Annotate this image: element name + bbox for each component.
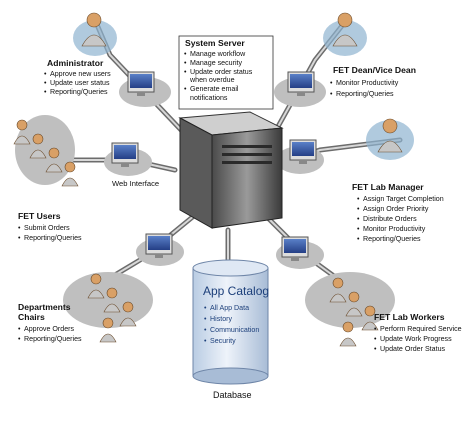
list-bullet: • [18, 325, 21, 333]
list-bullet: • [374, 325, 377, 333]
list-bullet: • [204, 337, 207, 345]
lab-workers-title: FET Lab Workers [374, 312, 445, 322]
list-bullet: • [330, 90, 333, 98]
person-icon [119, 301, 137, 327]
database-item: History [210, 315, 233, 323]
lab-manager-item: Distribute Orders [363, 215, 417, 223]
users-block: FET Users • Submit Orders • Reporting/Qu… [18, 211, 82, 242]
person-icon [29, 133, 47, 159]
list-bullet: • [18, 224, 21, 232]
lab-workers-item: Update Order Status [380, 345, 446, 353]
monitor-icon [281, 236, 309, 261]
dean-item: Reporting/Queries [336, 90, 394, 98]
database-item: All App Data [210, 304, 249, 312]
users-item: Submit Orders [24, 224, 70, 232]
list-bullet: • [18, 234, 21, 242]
person-icon [329, 277, 347, 303]
person-icon [103, 287, 121, 313]
list-bullet: • [184, 85, 187, 93]
person-icons [13, 12, 403, 347]
lab-workers-item: Update Work Progress [380, 335, 452, 343]
list-bullet: • [330, 79, 333, 87]
server-item: when overdue [189, 76, 235, 84]
list-bullet: • [357, 195, 360, 203]
list-bullet: • [44, 70, 47, 78]
lab-manager-block: FET Lab Manager • Assign Target Completi… [352, 182, 444, 243]
dean-block: FET Dean/Vice Dean • Monitor Productivit… [330, 65, 416, 98]
server-tower-icon [178, 111, 284, 229]
list-bullet: • [357, 215, 360, 223]
list-bullet: • [44, 88, 47, 96]
server-item: Update order status [190, 68, 253, 76]
monitor-icon [287, 71, 315, 96]
person-icon [45, 147, 63, 173]
monitor-icon [145, 233, 173, 258]
users-item: Reporting/Queries [24, 234, 82, 242]
administrator-item: Approve new users [50, 70, 111, 78]
web-interface-label: Web Interface [112, 179, 159, 188]
person-icon [339, 321, 357, 347]
person-icon [99, 317, 117, 343]
chairs-title-line: Departments [18, 302, 71, 312]
list-bullet: • [184, 59, 187, 67]
list-bullet: • [204, 315, 207, 323]
workstation-monitors [111, 71, 317, 261]
lab-manager-title: FET Lab Manager [352, 182, 424, 192]
lab-manager-item: Assign Target Completion [363, 195, 444, 203]
lab-manager-item: Reporting/Queries [363, 235, 421, 243]
list-bullet: • [184, 50, 187, 58]
chairs-block: Departments Chairs • Approve Orders • Re… [18, 302, 82, 343]
server-item: Manage security [190, 59, 242, 67]
dean-item: Monitor Productivity [336, 79, 399, 87]
chairs-title-line: Chairs [18, 312, 45, 322]
server-item: Manage workflow [190, 50, 246, 58]
users-title: FET Users [18, 211, 61, 221]
list-bullet: • [357, 205, 360, 213]
database-item: Communication [210, 326, 259, 334]
person-icon [87, 273, 105, 299]
administrator-title: Administrator [47, 58, 104, 68]
lab-manager-item: Assign Order Priority [363, 205, 429, 213]
lab-workers-item: Perform Required Service [380, 325, 462, 333]
person-icon [61, 161, 79, 187]
server-info-box: System Server • Manage workflow • Manage… [178, 35, 274, 110]
chairs-item: Reporting/Queries [24, 335, 82, 343]
list-bullet: • [374, 335, 377, 343]
database-label: Database [213, 390, 252, 400]
administrator-block: Administrator • Approve new users • Upda… [44, 58, 111, 96]
administrator-item: Update user status [50, 79, 110, 87]
database-cylinder-icon: App Catalog • All App Data • History • C… [192, 259, 269, 385]
person-icon [377, 118, 403, 153]
monitor-icon [289, 139, 317, 164]
person-icon [13, 119, 31, 145]
administrator-item: Reporting/Queries [50, 88, 108, 96]
list-bullet: • [357, 235, 360, 243]
person-icon [361, 305, 379, 331]
server-item: notifications [190, 94, 228, 102]
person-icon [345, 291, 363, 317]
lab-manager-item: Monitor Productivity [363, 225, 426, 233]
list-bullet: • [184, 68, 187, 76]
monitor-icon [127, 71, 155, 96]
list-bullet: • [204, 304, 207, 312]
dean-title: FET Dean/Vice Dean [333, 65, 416, 75]
database-title: App Catalog [203, 284, 269, 298]
list-bullet: • [204, 326, 207, 334]
person-icon [81, 12, 107, 47]
list-bullet: • [18, 335, 21, 343]
list-bullet: • [357, 225, 360, 233]
server-title: System Server [185, 38, 245, 48]
monitor-icon [111, 142, 139, 167]
lab-workers-block: FET Lab Workers • Perform Required Servi… [374, 312, 462, 353]
list-bullet: • [374, 345, 377, 353]
server-item: Generate email [190, 85, 239, 93]
list-bullet: • [44, 79, 47, 87]
chairs-item: Approve Orders [24, 325, 75, 333]
database-item: Security [210, 337, 236, 345]
person-icon [332, 12, 358, 47]
